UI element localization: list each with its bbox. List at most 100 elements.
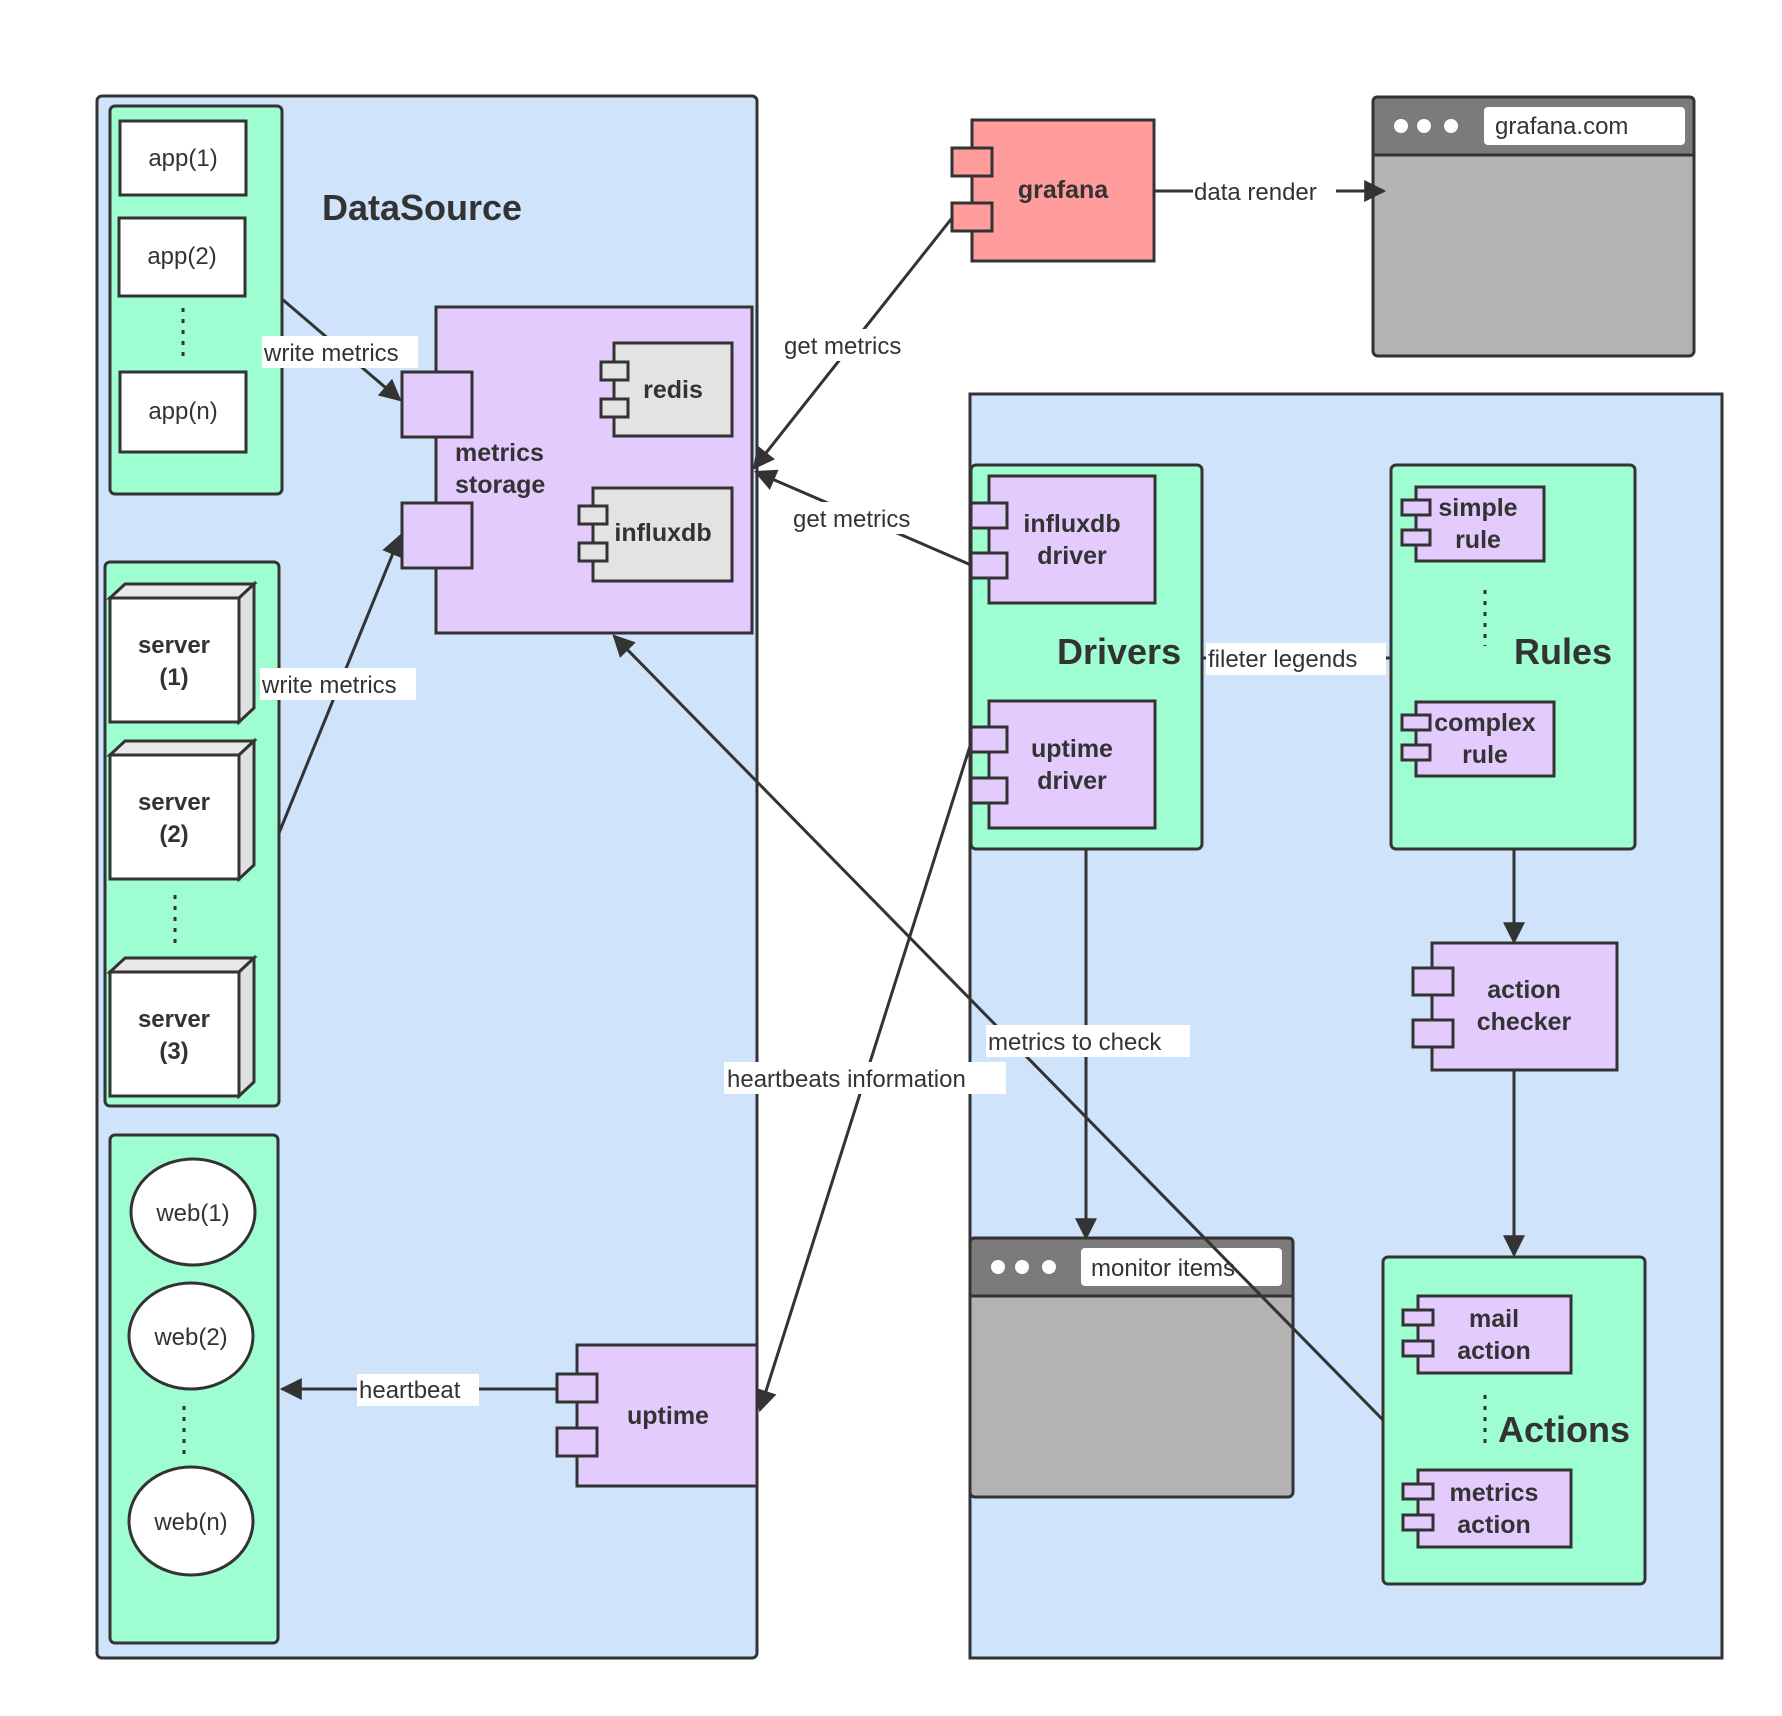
action-checker-component <box>1430 941 1619 1072</box>
metrics-storage-label: storage <box>455 471 545 499</box>
server-label: server <box>138 632 210 659</box>
web-node <box>127 1281 255 1391</box>
datasource-title: DataSource <box>322 187 522 228</box>
server-label: (1) <box>159 664 188 691</box>
port-icon <box>577 541 609 563</box>
app-box <box>117 216 247 298</box>
edge-label: heartbeats information <box>727 1066 966 1093</box>
influxdb-driver-label: influxdb <box>1023 510 1120 538</box>
edge-label: write metrics <box>263 340 399 367</box>
metrics-action-label: metrics <box>1450 1479 1539 1507</box>
web-label: web(2) <box>153 1324 227 1351</box>
edge-label: metrics to check <box>988 1029 1162 1056</box>
window-dot-icon <box>1394 119 1408 133</box>
simple-rule-component <box>1414 485 1546 563</box>
window-dot-icon <box>991 1260 1005 1274</box>
port-icon <box>599 360 630 382</box>
port-icon <box>950 146 994 178</box>
influxdb-driver-component <box>987 474 1157 605</box>
metrics-storage-label: metrics <box>455 439 544 467</box>
actions-title: Actions <box>1498 1409 1630 1450</box>
mail-action-label: action <box>1457 1337 1531 1365</box>
server-label: server <box>138 789 210 816</box>
port-icon <box>555 1426 599 1458</box>
port-icon <box>400 501 474 570</box>
web-node <box>129 1157 257 1267</box>
drivers-title: Drivers <box>1057 631 1181 672</box>
monitor-items-window: monitor items <box>968 1236 1295 1499</box>
port-icon <box>969 501 1009 530</box>
window-dot-icon <box>1417 119 1431 133</box>
uptime-driver-label: uptime <box>1031 735 1113 763</box>
metrics-action-component <box>1416 1468 1573 1549</box>
port-icon <box>555 1372 599 1404</box>
redis-component <box>612 341 734 438</box>
app-box <box>118 370 248 454</box>
influxdb-component <box>591 486 734 583</box>
web-label: web(1) <box>155 1200 229 1227</box>
port-icon <box>1411 1018 1455 1049</box>
metrics-action-label: action <box>1457 1511 1531 1539</box>
edge-label: heartbeat <box>359 1377 461 1404</box>
server-node: server (3) <box>106 954 258 1100</box>
edge-label: get metrics <box>784 333 901 360</box>
uptime-driver-component <box>987 699 1157 830</box>
monitor-items-label: monitor items <box>1091 1255 1235 1282</box>
port-icon <box>1401 1482 1435 1501</box>
influxdb-driver-label: driver <box>1037 542 1107 570</box>
complex-rule-label: complex <box>1434 709 1536 737</box>
window-dot-icon <box>1042 1260 1056 1274</box>
mail-action-component <box>1416 1294 1573 1375</box>
port-icon <box>1400 713 1432 732</box>
app-label: app(2) <box>147 243 216 270</box>
complex-rule-component <box>1414 700 1556 778</box>
uptime-driver-label: driver <box>1037 767 1107 795</box>
server-label: server <box>138 1006 210 1033</box>
port-icon <box>577 504 609 526</box>
rules-title: Rules <box>1514 631 1612 672</box>
port-icon <box>969 551 1009 580</box>
port-icon <box>1401 1339 1435 1358</box>
web-node <box>127 1465 255 1577</box>
url-bar <box>1484 107 1685 145</box>
port-icon <box>1400 743 1432 762</box>
uptime-component <box>575 1343 759 1488</box>
app-box <box>118 119 248 197</box>
port-icon <box>969 725 1009 754</box>
uptime-label: uptime <box>627 1402 709 1430</box>
port-icon <box>599 397 630 419</box>
app-label: app(n) <box>148 398 217 425</box>
title-bar-field <box>1081 1248 1282 1286</box>
action-checker-label: checker <box>1477 1008 1572 1036</box>
edge-label: get metrics <box>793 506 910 533</box>
action-checker-label: action <box>1487 976 1561 1004</box>
port-icon <box>1401 1513 1435 1532</box>
port-icon <box>400 370 474 439</box>
server-label: (2) <box>159 821 188 848</box>
port-icon <box>1400 528 1432 547</box>
window-dot-icon <box>1444 119 1458 133</box>
server-node: server (2) <box>106 737 258 883</box>
port-icon <box>1411 966 1455 997</box>
web-label: web(n) <box>153 1509 227 1536</box>
url-text: grafana.com <box>1495 113 1628 140</box>
grafana-label: grafana <box>1018 176 1109 204</box>
mail-action-label: mail <box>1469 1305 1519 1333</box>
complex-rule-label: rule <box>1462 741 1508 769</box>
server-label: (3) <box>159 1038 188 1065</box>
edge-label: data render <box>1194 179 1317 206</box>
edge-label: fileter legends <box>1208 646 1357 673</box>
port-icon <box>969 776 1009 805</box>
app-label: app(1) <box>148 145 217 172</box>
redis-label: redis <box>643 376 703 404</box>
influxdb-label: influxdb <box>614 519 711 547</box>
edge-label: write metrics <box>261 672 397 699</box>
grafana-browser-window: grafana.com <box>1371 95 1696 358</box>
port-icon <box>1401 1308 1435 1327</box>
port-icon <box>1400 498 1432 517</box>
simple-rule-label: rule <box>1455 526 1501 554</box>
window-dot-icon <box>1015 1260 1029 1274</box>
server-node: server (1) <box>106 580 258 726</box>
simple-rule-label: simple <box>1438 494 1517 522</box>
